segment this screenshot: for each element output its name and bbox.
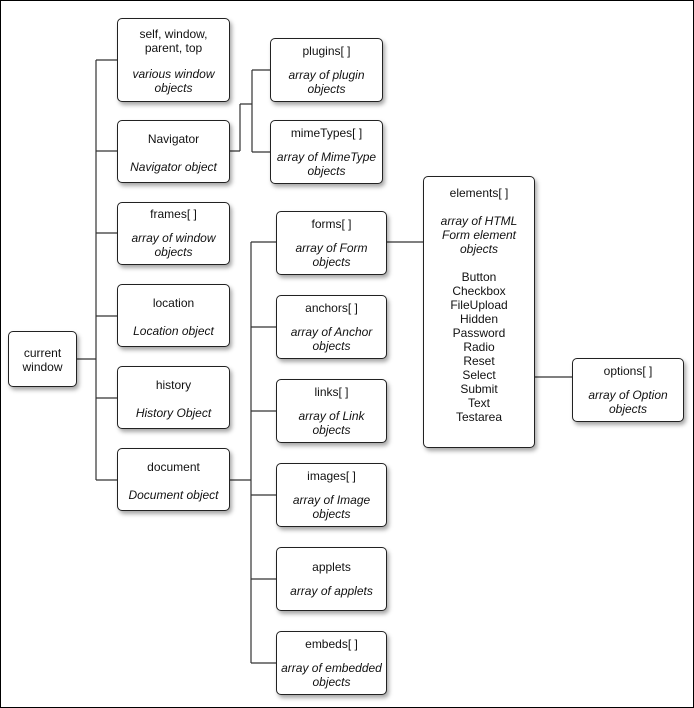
element-type-item: FileUpload: [450, 298, 508, 312]
history-box: history History Object: [117, 366, 230, 429]
self-window-parent-top-box: self, window, parent, top various window…: [117, 18, 230, 102]
location-box: location Location object: [117, 284, 230, 347]
links-box: links[ ] array of Link objects: [276, 379, 387, 443]
box-description: array of Anchor objects: [290, 325, 373, 353]
anchors-box: anchors[ ] array of Anchor objects: [276, 295, 387, 359]
element-type-item: Hidden: [459, 312, 499, 326]
connector-window-trunk: [77, 60, 97, 480]
box-description: Navigator object: [130, 160, 217, 174]
box-title: Navigator: [147, 132, 200, 146]
element-type-item: Text: [467, 396, 490, 410]
frames-box: frames[ ] array of window objects: [117, 202, 230, 265]
box-description: array of applets: [290, 584, 373, 598]
box-description: array of MimeType objects: [276, 150, 377, 178]
applets-box: applets array of applets: [276, 547, 387, 611]
box-description: array of plugin objects: [288, 68, 365, 96]
box-description: various window objects: [132, 67, 215, 95]
box-title: history: [155, 378, 192, 392]
box-title: applets: [312, 560, 351, 574]
box-title: anchors[ ]: [305, 301, 358, 315]
box-description: array of HTML Form element objects: [440, 214, 518, 256]
element-type-item: Button: [461, 270, 497, 284]
box-description: History Object: [135, 406, 212, 420]
box-title: mimeTypes[ ]: [290, 126, 363, 140]
box-title: links[ ]: [314, 385, 349, 399]
box-description: array of window objects: [131, 231, 216, 259]
element-type-item: Select: [462, 368, 496, 382]
images-box: images[ ] array of Image objects: [276, 463, 387, 527]
box-title: images[ ]: [307, 469, 356, 483]
box-title: plugins[ ]: [302, 44, 351, 58]
box-title: frames[ ]: [150, 207, 197, 221]
element-type-item: Reset: [463, 354, 495, 368]
current-window-box: current window: [8, 331, 77, 387]
navigator-box: Navigator Navigator object: [117, 120, 230, 183]
forms-box: forms[ ] array of Form objects: [276, 211, 387, 275]
box-title: elements[ ]: [449, 186, 509, 200]
options-box: options[ ] array of Option objects: [572, 358, 684, 422]
element-type-item: Password: [452, 326, 506, 340]
element-type-item: Radio: [463, 340, 495, 354]
box-title: document: [147, 460, 200, 474]
document-box: document Document object: [117, 448, 230, 511]
current-window-label: current window: [22, 346, 63, 374]
box-description: array of Image objects: [292, 493, 371, 521]
box-title: embeds[ ]: [305, 637, 358, 651]
box-title: self, window, parent, top: [139, 27, 208, 55]
plugins-box: plugins[ ] array of plugin objects: [270, 38, 383, 102]
box-description: array of embedded objects: [281, 661, 382, 689]
connector-document-trunk: [230, 242, 252, 663]
element-type-item: Testarea: [455, 410, 503, 424]
box-description: Location object: [133, 324, 214, 338]
box-description: array of Link objects: [298, 409, 365, 437]
element-types-list: Button Checkbox FileUpload Hidden Passwo…: [424, 270, 534, 424]
elements-box: elements[ ] array of HTML Form element o…: [423, 176, 535, 448]
box-title: location: [152, 296, 195, 310]
box-description: array of Form objects: [295, 241, 368, 269]
connector-navigator-trunk: [230, 70, 253, 152]
mimetypes-box: mimeTypes[ ] array of MimeType objects: [270, 120, 383, 184]
element-type-item: Checkbox: [452, 284, 506, 298]
box-title: forms[ ]: [311, 217, 352, 231]
embeds-box: embeds[ ] array of embedded objects: [276, 631, 387, 695]
box-description: array of Option objects: [588, 388, 668, 416]
box-title: options[ ]: [603, 364, 653, 378]
element-type-item: Submit: [460, 382, 498, 396]
box-description: Document object: [128, 488, 219, 502]
